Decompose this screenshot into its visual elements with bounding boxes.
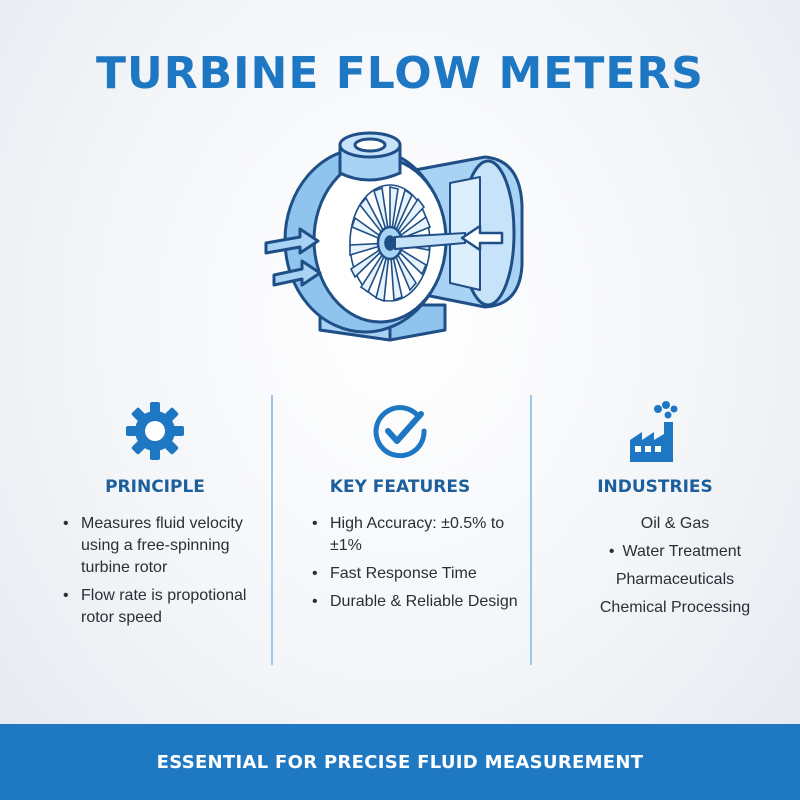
key-features-column: KEY FEATURES High Accuracy: ±0.5% to ±1%… [280,395,520,665]
turbine-rotor [349,184,432,303]
list-item: Pharmaceuticals [615,571,735,588]
principle-list: Measures fluid velocity using a free-spi… [63,513,278,635]
gear-icon [35,400,275,460]
key-features-list: High Accuracy: ±0.5% to ±1% Fast Respons… [312,513,527,619]
industries-heading: INDUSTRIES [597,477,713,497]
key-features-heading: KEY FEATURES [329,477,471,497]
list-item: Water Treatment [575,541,775,563]
footer-text: ESSENTIAL FOR PRECISE FLUID MEASUREMENT [156,751,644,773]
list-item: Durable & Reliable Design [312,591,527,613]
factory-icon [535,400,775,462]
rotor-shaft [394,231,466,251]
outlet-arrow [460,224,504,252]
list-item: Flow rate is propotional rotor speed [63,585,278,629]
column-divider [530,395,532,665]
turbine-meter-drawing [264,131,524,342]
list-item: Chemical Processing [599,599,751,616]
list-item: High Accuracy: ±0.5% to ±1% [312,513,527,557]
industries-column: INDUSTRIES Oil & Gas Water Treatment Pha… [535,395,775,665]
principle-heading: PRINCIPLE [105,477,205,497]
list-item: Fast Response Time [312,563,527,585]
principle-column: PRINCIPLE Measures fluid velocity using … [35,395,275,665]
turbine-meter-illustration [240,125,560,365]
inlet-arrows [264,227,322,287]
industries-list: Oil & Gas Water Treatment Pharmaceutical… [575,513,775,625]
list-item: Measures fluid velocity using a free-spi… [63,513,278,579]
list-item: Oil & Gas [640,515,710,532]
checkmark-circle-icon [280,400,520,460]
top-port [338,131,402,182]
page-title: TURBINE FLOW METERS [96,48,704,99]
footer-banner: ESSENTIAL FOR PRECISE FLUID MEASUREMENT [0,724,800,800]
